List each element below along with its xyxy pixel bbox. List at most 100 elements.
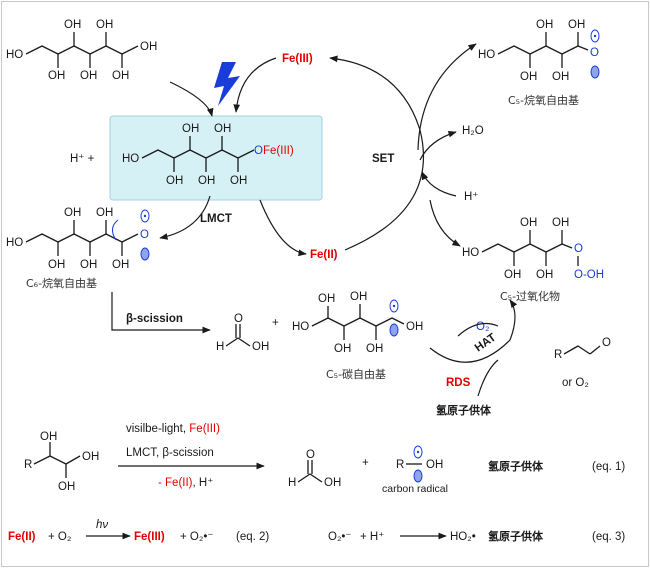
- arrow-to-peroxide: [429, 199, 461, 247]
- oh-label: OH: [504, 269, 521, 281]
- arrow-to-h2o: [419, 131, 457, 161]
- plus-label: +: [272, 317, 279, 329]
- arrow-fe3-to-complex: [233, 57, 277, 113]
- ho-label: HO: [462, 247, 479, 259]
- oh-label: OH: [64, 19, 81, 31]
- oh-label: OH: [334, 343, 351, 355]
- eq1-cond-1: visilbe-light, Fe(III): [126, 423, 220, 435]
- fe3-top-label: Fe(III): [282, 53, 313, 65]
- eq2-fe3: Fe(III): [134, 531, 165, 543]
- eq2-tag: (eq. 2): [236, 531, 269, 543]
- oh-label: OH: [166, 175, 183, 187]
- ho-label: HO: [122, 153, 139, 165]
- oh-label: OH: [40, 431, 57, 443]
- formic-acid: H O OH: [216, 313, 269, 353]
- oh-label: OH: [324, 477, 341, 489]
- h-label: H: [216, 341, 224, 353]
- arrow-o2-in: [457, 323, 499, 337]
- oh-label: OH: [230, 175, 247, 187]
- oh-label: OH: [48, 70, 65, 82]
- o-peroxide-label: O: [574, 243, 583, 255]
- oh-label: OH: [406, 321, 423, 333]
- oh-label: OH: [520, 217, 537, 229]
- ho-label: HO: [6, 49, 23, 61]
- ho-label: HO: [292, 321, 309, 333]
- oh-label: OH: [112, 70, 129, 82]
- oh-label: OH: [112, 259, 129, 271]
- arrow-hat: [429, 299, 518, 363]
- eq1-donor: 氢原子供体: [488, 459, 544, 473]
- oh-label: OH: [96, 207, 113, 219]
- c5-alkoxy-radical: HO OH OH OH OH O C₅-烷氧自由基: [478, 19, 600, 107]
- complex-highlight-box: [109, 115, 323, 201]
- eq2-plus-o2: + O₂: [48, 531, 71, 543]
- oh-label: OH: [48, 259, 65, 271]
- arrow-from-h-plus: [421, 171, 457, 197]
- h-plus-right-label: H⁺: [464, 191, 478, 203]
- oh-label: OH: [366, 343, 383, 355]
- eq3-tag: (eq. 3): [592, 531, 625, 543]
- oh-label: OH: [214, 123, 231, 135]
- oh-label: OH: [80, 70, 97, 82]
- o2-label: O₂: [476, 321, 489, 333]
- oh-label: OH: [552, 71, 569, 83]
- c5-alkoxy-caption: C₅-烷氧自由基: [508, 93, 579, 107]
- h-label: H: [288, 477, 296, 489]
- orbital-lobe-lower: [140, 247, 150, 261]
- eq1-carbon-radical: R OH carbon radical: [382, 445, 448, 495]
- oh-label: OH: [82, 451, 99, 463]
- o-label: O: [602, 337, 611, 349]
- oh-label: OH: [536, 19, 553, 31]
- r-label: R: [396, 459, 404, 471]
- h-plus-label: H⁺ +: [70, 153, 95, 165]
- fe2-mid-label: Fe(II): [310, 249, 338, 261]
- o-radical-label: O: [140, 229, 149, 241]
- c5-carbon-radical: HO OH OH OH OH OH C₅-碳自由基: [292, 291, 423, 381]
- rds-label: RDS: [446, 377, 471, 389]
- oh-label: OH: [64, 207, 81, 219]
- hat-label: HAT: [473, 332, 499, 355]
- ho-label: HO: [478, 49, 495, 61]
- r-label: R: [24, 459, 32, 471]
- eq1-formic-acid: H O OH: [288, 449, 341, 489]
- c5-peroxide-caption: C₅-过氧化物: [500, 289, 560, 303]
- c6-alkoxy-radical: HO OH OH OH OH OH O C₆-烷氧自由基: [6, 207, 150, 290]
- eq2-fe2: Fe(II): [8, 531, 36, 543]
- oh-label: OH: [80, 259, 97, 271]
- eq3-donor: 氢原子供体: [488, 529, 544, 543]
- sugar-chain-top-left: HO OH OH OH OH OH OH: [6, 19, 157, 82]
- eq1-cond-2: LMCT, β-scission: [126, 447, 214, 459]
- oh-label: OH: [536, 269, 553, 281]
- oh-label: OH: [96, 19, 113, 31]
- o-radical-label: O: [590, 47, 599, 59]
- oh-label: OH: [426, 459, 443, 471]
- fe-complex: HO OH OH OH OH OH O Fe(III): [122, 123, 294, 187]
- ho-label: HO: [6, 237, 23, 249]
- oh-label: OH: [182, 123, 199, 135]
- o-blue-label: O: [254, 145, 263, 157]
- oh-label: OH: [198, 175, 215, 187]
- oh-label: OH: [252, 341, 269, 353]
- h-donor-label: 氢原子供体: [436, 403, 492, 417]
- arrow-to-fe2: [259, 199, 307, 257]
- eq3-plus-h: + H⁺: [360, 531, 384, 543]
- eq3-ho2: HO₂•: [450, 531, 476, 543]
- oh-label: OH: [140, 41, 157, 53]
- eq1-plus: +: [362, 457, 369, 469]
- orbital-lobe-upper: [140, 209, 150, 223]
- oh-label: OH: [568, 19, 585, 31]
- or-o2-label: or O₂: [562, 377, 589, 389]
- eq1-tag: (eq. 1): [592, 461, 625, 473]
- h2o-label: H₂O: [462, 125, 484, 137]
- arrow-to-c5-alkoxy: [417, 43, 477, 151]
- arrow-beta-scission: [111, 292, 211, 334]
- c6-radical-caption: C₆-烷氧自由基: [26, 276, 97, 290]
- oh-label: OH: [350, 291, 367, 303]
- oh-label: OH: [552, 217, 569, 229]
- c5-peroxide: HO OH OH OH OH O O-OH C₅-过氧化物: [462, 217, 604, 303]
- arrow-to-complex: [169, 81, 214, 117]
- o-label: O: [234, 313, 243, 325]
